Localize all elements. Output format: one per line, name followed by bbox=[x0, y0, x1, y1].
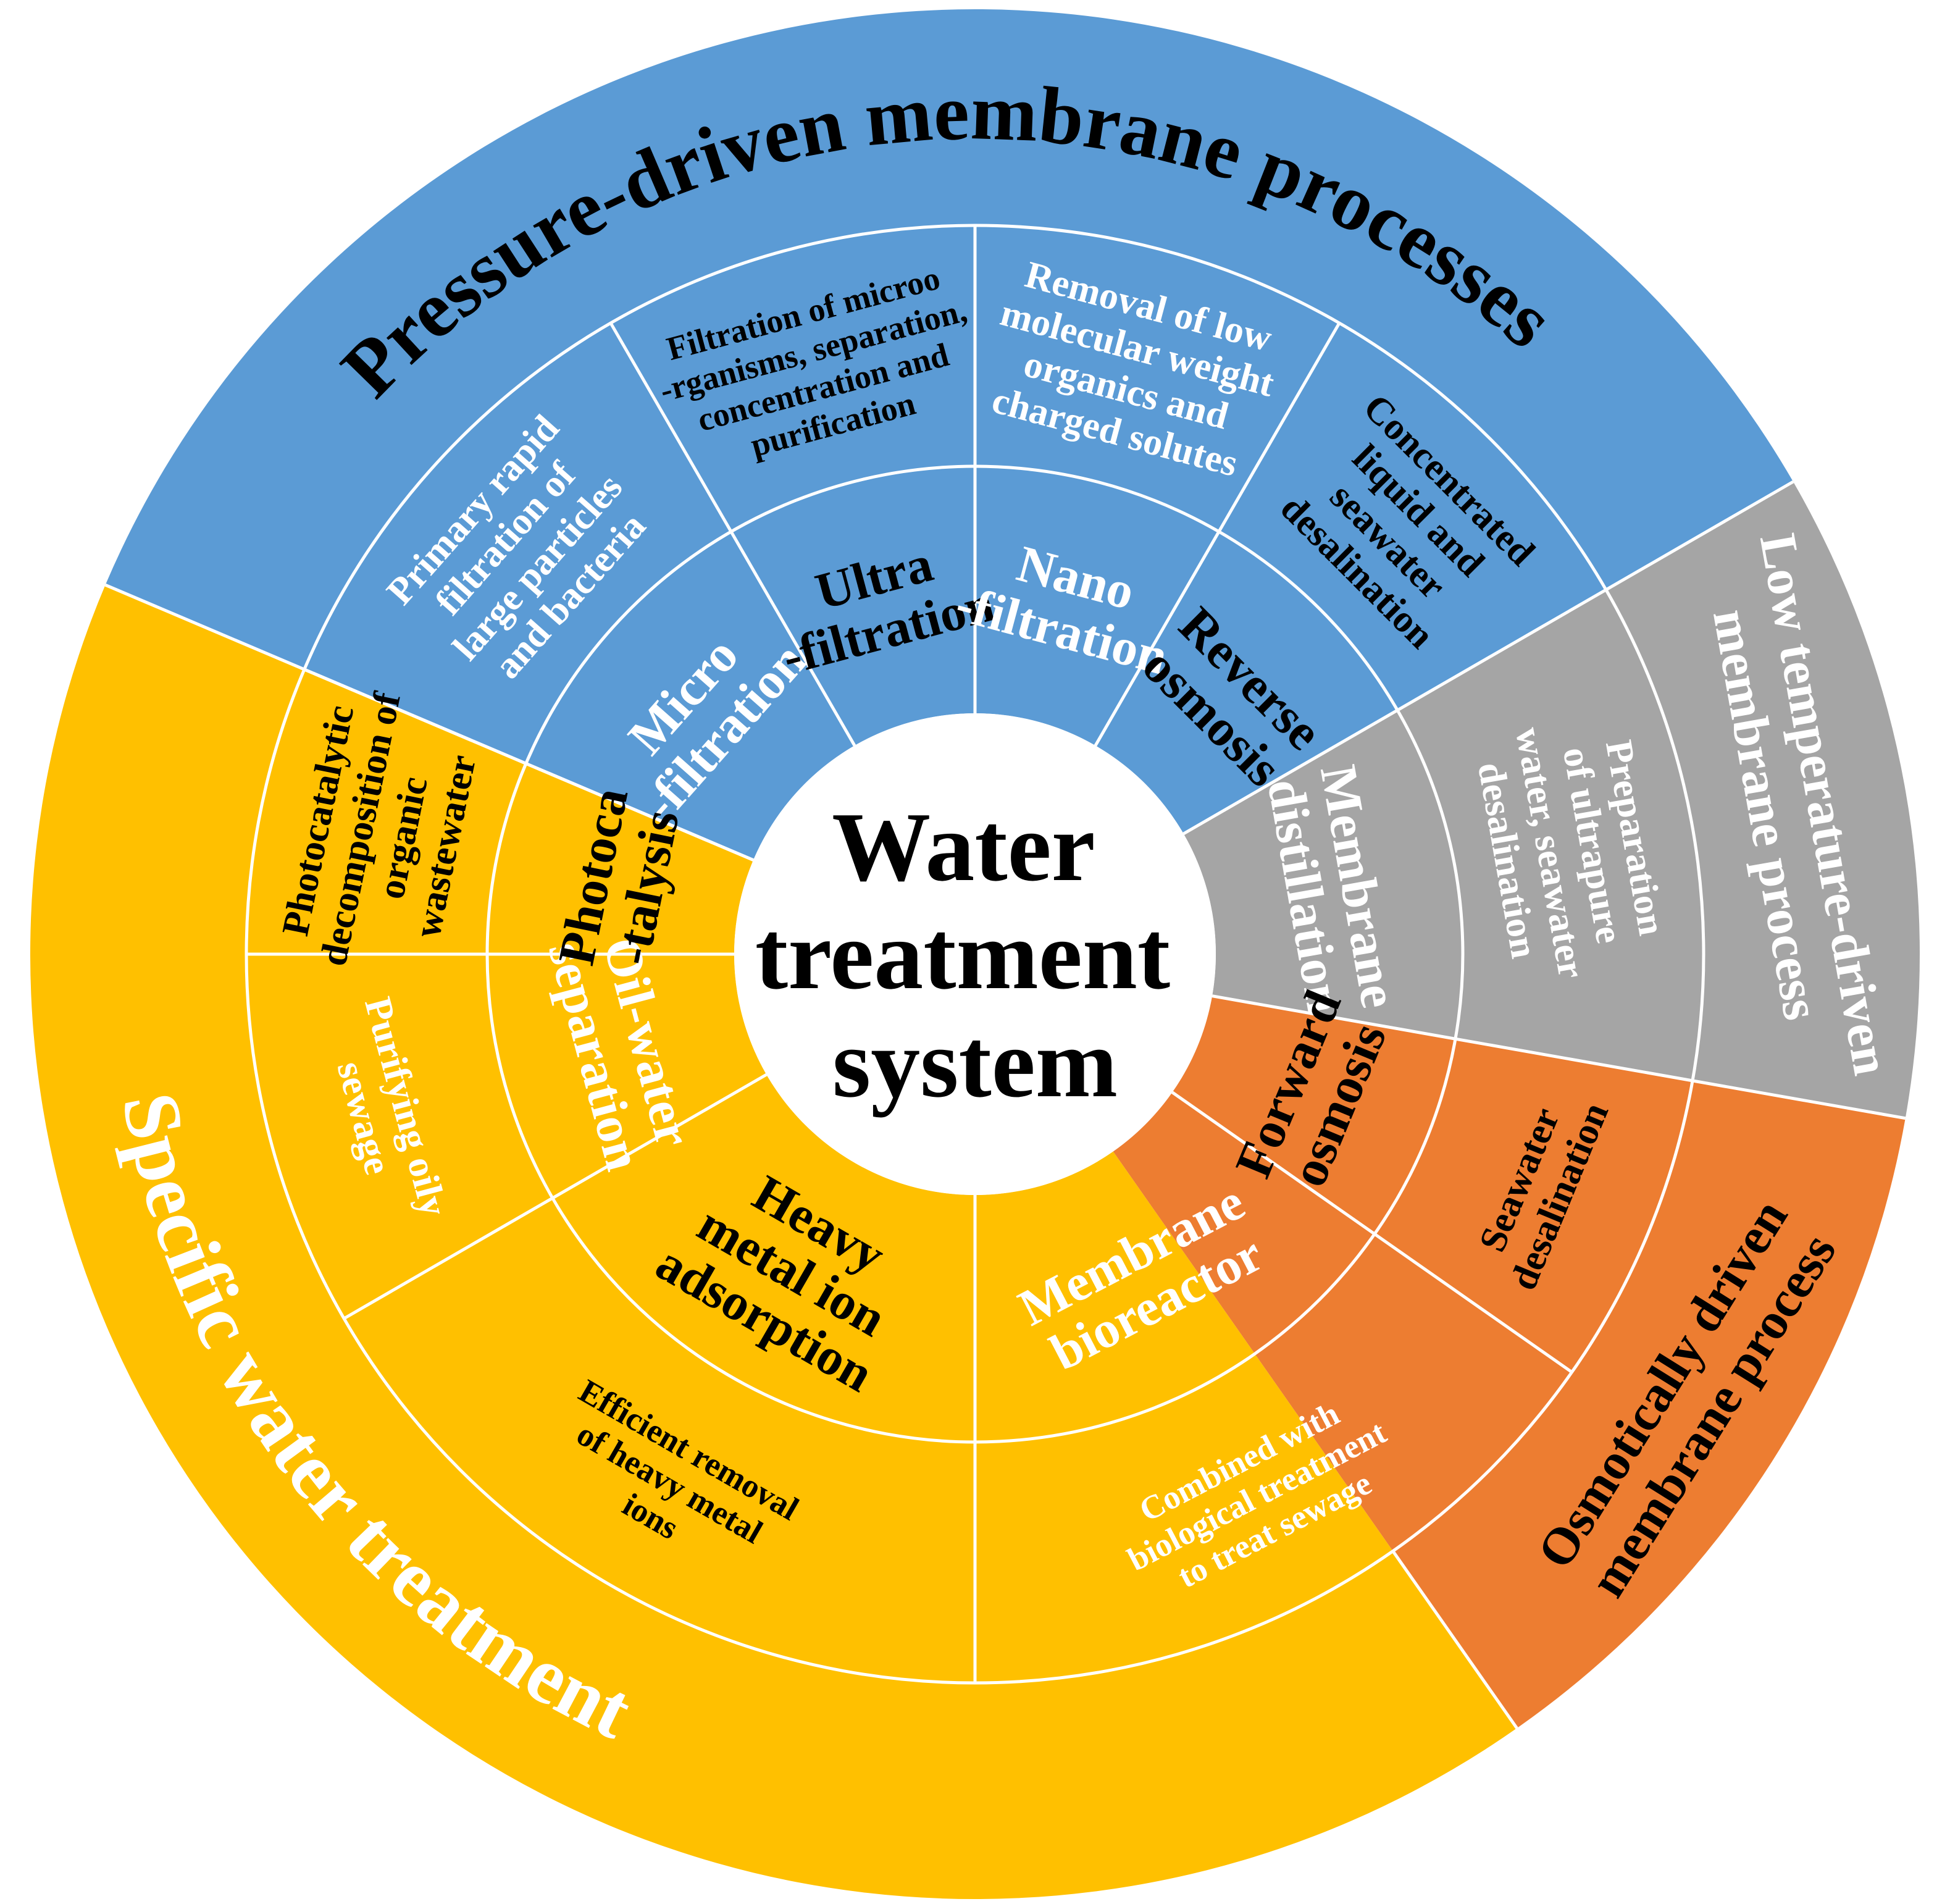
group-sector-blue bbox=[105, 9, 1794, 860]
application-label-photocatalysis-app: Photocatalyticdecomposition oforganicwas… bbox=[270, 679, 493, 986]
center-hub bbox=[734, 713, 1216, 1195]
group-sector-yellow bbox=[30, 585, 1517, 1900]
radial-divider bbox=[1211, 994, 1906, 1120]
center-title-line: system bbox=[832, 1008, 1118, 1118]
divider-layer bbox=[104, 224, 1906, 1729]
center-title-line: treatment bbox=[755, 900, 1170, 1010]
radial-divider bbox=[1094, 322, 1341, 747]
radial-divider bbox=[1391, 1550, 1518, 1729]
radial-divider bbox=[343, 1073, 768, 1320]
group-sector-orange bbox=[1113, 996, 1906, 1729]
group-sector-gray bbox=[1183, 482, 1920, 1118]
application-label-photocatalysis-app-text: Photocatalyticdecomposition oforganicwas… bbox=[270, 679, 493, 986]
center-title: Water treatment system bbox=[755, 792, 1195, 1118]
radial-divider bbox=[609, 322, 856, 747]
radial-divider bbox=[1182, 480, 1794, 836]
radial-divider bbox=[303, 668, 754, 862]
radial-divider bbox=[1171, 1091, 1573, 1373]
sector-layer bbox=[30, 9, 1920, 1900]
center-title-line: Water bbox=[832, 792, 1094, 902]
